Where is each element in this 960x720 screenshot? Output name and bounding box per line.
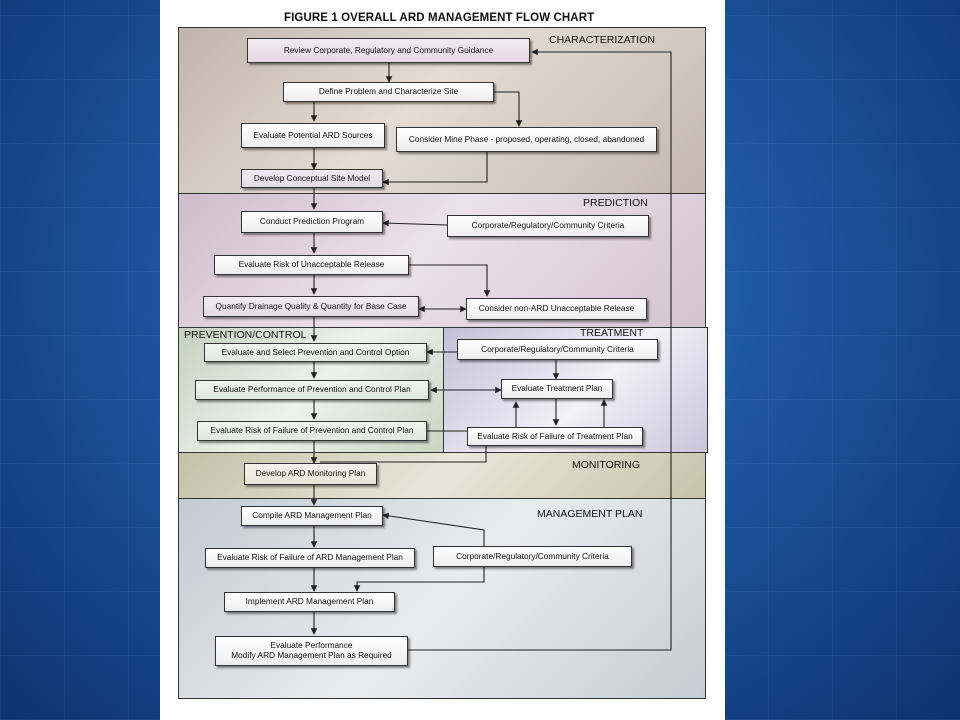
box-conduct-prediction: Conduct Prediction Program <box>241 211 383 233</box>
box-develop-monitoring: Develop ARD Monitoring Plan <box>244 463 377 485</box>
box-develop-site-model: Develop Conceptual Site Model <box>241 169 383 188</box>
figure-title: FIGURE 1 OVERALL ARD MANAGEMENT FLOW CHA… <box>284 12 595 24</box>
box-criteria-treatment: Corporate/Regulatory/Community Criteria <box>457 339 658 360</box>
box-evaluate-ard-sources: Evaluate Potential ARD Sources <box>241 123 385 148</box>
section-label-treatment: TREATMENT <box>580 327 644 339</box>
box-define-problem: Define Problem and Characterize Site <box>283 82 494 102</box>
box-evaluate-treatment-plan: Evaluate Treatment Plan <box>501 379 613 399</box>
box-review-guidance: Review Corporate, Regulatory and Communi… <box>247 38 530 63</box>
box-evaluate-risk-release: Evaluate Risk of Unacceptable Release <box>214 255 409 275</box>
box-evaluate-select-prevention: Evaluate and Select Prevention and Contr… <box>204 343 427 362</box>
section-label-prediction: PREDICTION <box>583 197 648 209</box>
box-risk-failure-treatment: Evaluate Risk of Failure of Treatment Pl… <box>467 427 643 446</box>
box-consider-mine-phase: Consider Mine Phase - proposed, operatin… <box>396 127 657 152</box>
box-risk-failure-prevention: Evaluate Risk of Failure of Prevention a… <box>197 421 427 441</box>
box-implement-plan: Implement ARD Management Plan <box>224 592 395 612</box>
box-evaluate-modify-plan-line2: Modify ARD Management Plan as Required <box>231 650 392 660</box>
box-consider-non-ard: Consider non-ARD Unacceptable Release <box>466 298 647 320</box>
section-label-management-plan: MANAGEMENT PLAN <box>537 508 643 520</box>
box-compile-plan: Compile ARD Management Plan <box>241 506 383 526</box>
box-risk-failure-management: Evaluate Risk of Failure of ARD Manageme… <box>205 548 415 568</box>
section-label-prevention-control: PREVENTION/CONTROL <box>184 329 307 341</box>
section-label-monitoring: MONITORING <box>572 459 641 471</box>
section-label-characterization: CHARACTERIZATION <box>549 34 655 46</box>
box-criteria-prediction: Corporate/Regulatory/Community Criteria <box>447 215 649 237</box>
box-quantify-drainage: Quantify Drainage Quality & Quantity for… <box>203 296 419 317</box>
box-evaluate-performance-prevention: Evaluate Performance of Prevention and C… <box>195 380 429 400</box>
box-criteria-management: Corporate/Regulatory/Community Criteria <box>433 546 632 567</box>
box-evaluate-modify-plan-line1: Evaluate Performance <box>270 640 353 651</box>
box-evaluate-modify-plan: Evaluate Performance Modify ARD Manageme… <box>215 636 408 666</box>
